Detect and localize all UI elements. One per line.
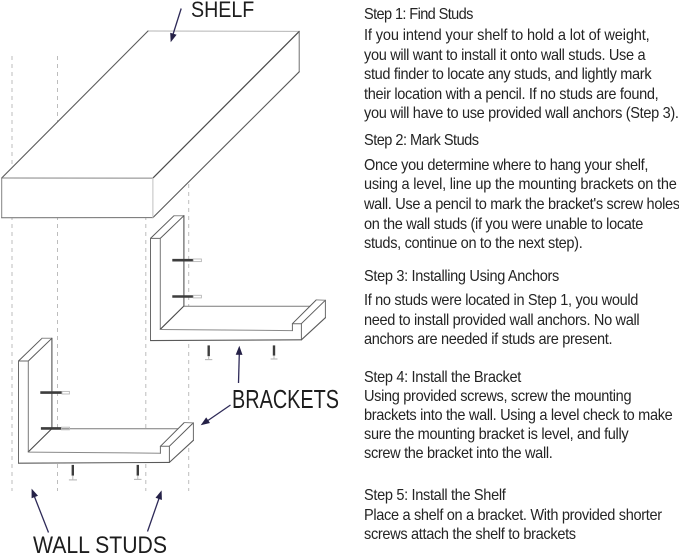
svg-text:SHELF: SHELF [191,0,254,22]
svg-text:WALL STUDS: WALL STUDS [33,532,167,556]
svg-text:BRACKETS: BRACKETS [232,384,339,414]
